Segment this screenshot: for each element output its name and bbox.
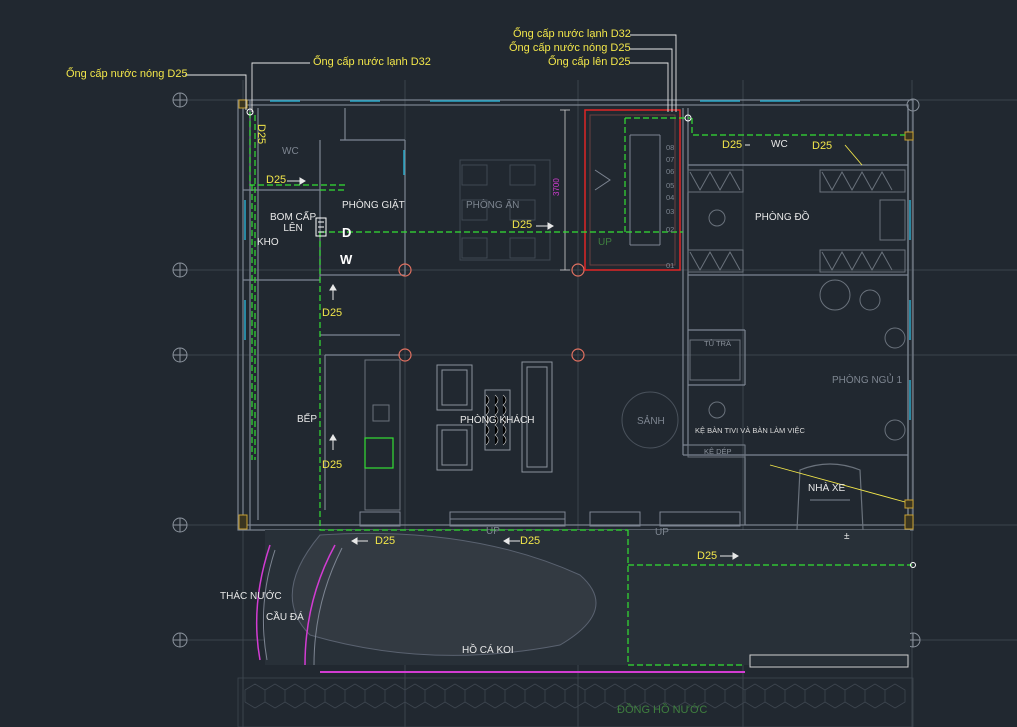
room-bep: BẾP: [297, 414, 318, 425]
room-wc-left: WC: [282, 146, 299, 157]
room-thac: THÁC NƯỚC: [220, 591, 282, 602]
callout-leaders: [185, 34, 906, 503]
room-ke-tivi: KỆ BÀN TIVI VÀ BÀN LÀM VIỆC: [695, 426, 805, 435]
room-tu-tra: TỦ TRÀ: [704, 339, 731, 348]
koi-pond: [255, 530, 910, 673]
pipe-label-d25-wc-right1: D25: [722, 139, 743, 151]
wardrobe: [687, 169, 906, 273]
stair-step-01: 01: [666, 261, 675, 270]
staircase: [560, 109, 681, 271]
flow-arrows: [287, 144, 750, 560]
room-an: PHÒNG ĂN: [466, 200, 520, 211]
stair-step-03: 03: [666, 207, 675, 216]
pipe-label-d25-wc-left: D25: [266, 174, 287, 186]
pipe-label-d25-bottom1: D25: [375, 535, 396, 547]
marker-w: W: [340, 252, 353, 267]
room-do: PHÒNG ĐỒ: [755, 212, 810, 223]
room-giat: PHÒNG GIẶT: [342, 200, 405, 211]
callout-top-right-hot: Ống cấp nước nóng D25: [509, 42, 631, 54]
front-windows: [359, 511, 741, 527]
room-nha-xe: NHÀ XE: [808, 483, 846, 494]
pipe-label-d25-col2: D25: [322, 459, 343, 471]
room-bom: BOM CẤP LÊN: [270, 212, 317, 234]
callout-top-left-cold: Ống cấp nước lạnh D32: [313, 56, 431, 68]
room-ke-dep: KỆ DÉP: [704, 447, 732, 456]
callout-top-right-cold: Ống cấp nước lạnh D32: [513, 28, 631, 40]
windows: [244, 100, 911, 420]
pipe-fittings: [246, 108, 916, 568]
stair-dimension: 3700: [552, 178, 561, 196]
room-sanh: SẢNH: [637, 416, 665, 427]
bathtub-hatch: [485, 394, 507, 446]
room-khach: PHÒNG KHÁCH: [460, 415, 535, 426]
marker-d: D: [342, 225, 352, 240]
stair-step-06: 06: [666, 167, 675, 176]
columns: [398, 263, 585, 362]
room-wc-right: WC: [771, 139, 788, 150]
room-ngu: PHÒNG NGỦ 1: [832, 375, 903, 386]
room-cau-da: CẦU ĐÁ: [266, 612, 304, 623]
pipe-label-d25-vertical: D25: [255, 124, 267, 145]
dining-table: [459, 159, 551, 261]
stair-step-08: 08: [666, 143, 675, 152]
pipe-label-d25-col1: D25: [322, 307, 343, 319]
callout-top-right-riser: Ống cấp lên D25: [548, 56, 631, 68]
water-pipes: [249, 112, 912, 666]
room-dong-ho: ĐỒNG HỒ NƯỚC: [617, 704, 708, 716]
stair-up: UP: [598, 237, 612, 248]
callout-top-left-hot: Ống cấp nước nóng D25: [66, 68, 188, 80]
marker-garage: ±: [844, 531, 850, 542]
bedroom-furniture: [687, 279, 906, 458]
paving: [237, 677, 914, 727]
stair-step-05: 05: [666, 181, 675, 190]
room-kho: KHO: [257, 237, 279, 248]
square-columns: [238, 99, 914, 530]
marker-up-right: UP: [655, 527, 669, 538]
stair-step-07: 07: [666, 155, 675, 164]
room-ho-ca: HỒ CÁ KOI: [462, 645, 514, 656]
kitchen-counter: [364, 359, 401, 511]
living-furniture: [436, 361, 679, 473]
marker-up-main: UP: [486, 526, 500, 537]
stair-step-02: 02: [666, 225, 675, 234]
pipe-label-d25-dining: D25: [512, 219, 533, 231]
pipe-label-d25-wc-right2: D25: [812, 140, 833, 152]
stair-step-04: 04: [666, 193, 675, 202]
pipe-label-d25-garage: D25: [697, 550, 718, 562]
pipe-label-d25-bottom2: D25: [520, 535, 541, 547]
